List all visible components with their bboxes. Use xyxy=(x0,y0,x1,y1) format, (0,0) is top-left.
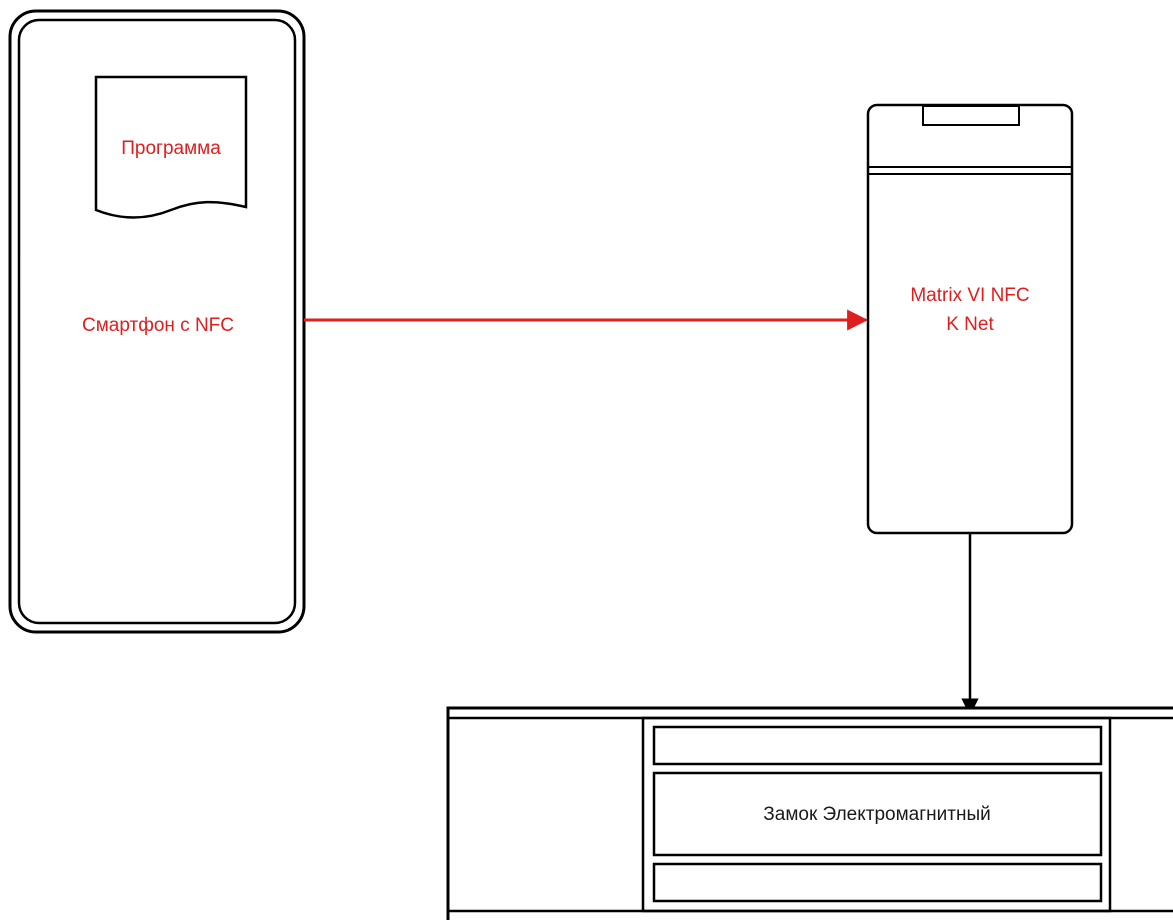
program-document-shape xyxy=(94,75,248,219)
lock-inner-frame xyxy=(641,716,1112,913)
reader-label-line1: Matrix VI NFC xyxy=(910,285,1029,306)
program-label: Программа xyxy=(121,138,221,159)
reader-label-line2: K Net xyxy=(946,314,994,335)
program-node: Программа xyxy=(94,75,248,219)
lock-lower-bar xyxy=(652,862,1103,903)
lock-label: Замок Электромагнитный xyxy=(763,804,990,825)
lock-node: Замок Электромагнитный xyxy=(446,706,1173,920)
smartphone-label: Смартфон с NFC xyxy=(82,315,234,336)
smartphone-inner-frame xyxy=(17,18,297,625)
lock-middle-bar xyxy=(652,771,1103,857)
lock-upper-bar xyxy=(652,725,1103,766)
reader-top-slot xyxy=(922,105,1020,126)
reader-node: Matrix VI NFC K Net xyxy=(866,103,1074,535)
